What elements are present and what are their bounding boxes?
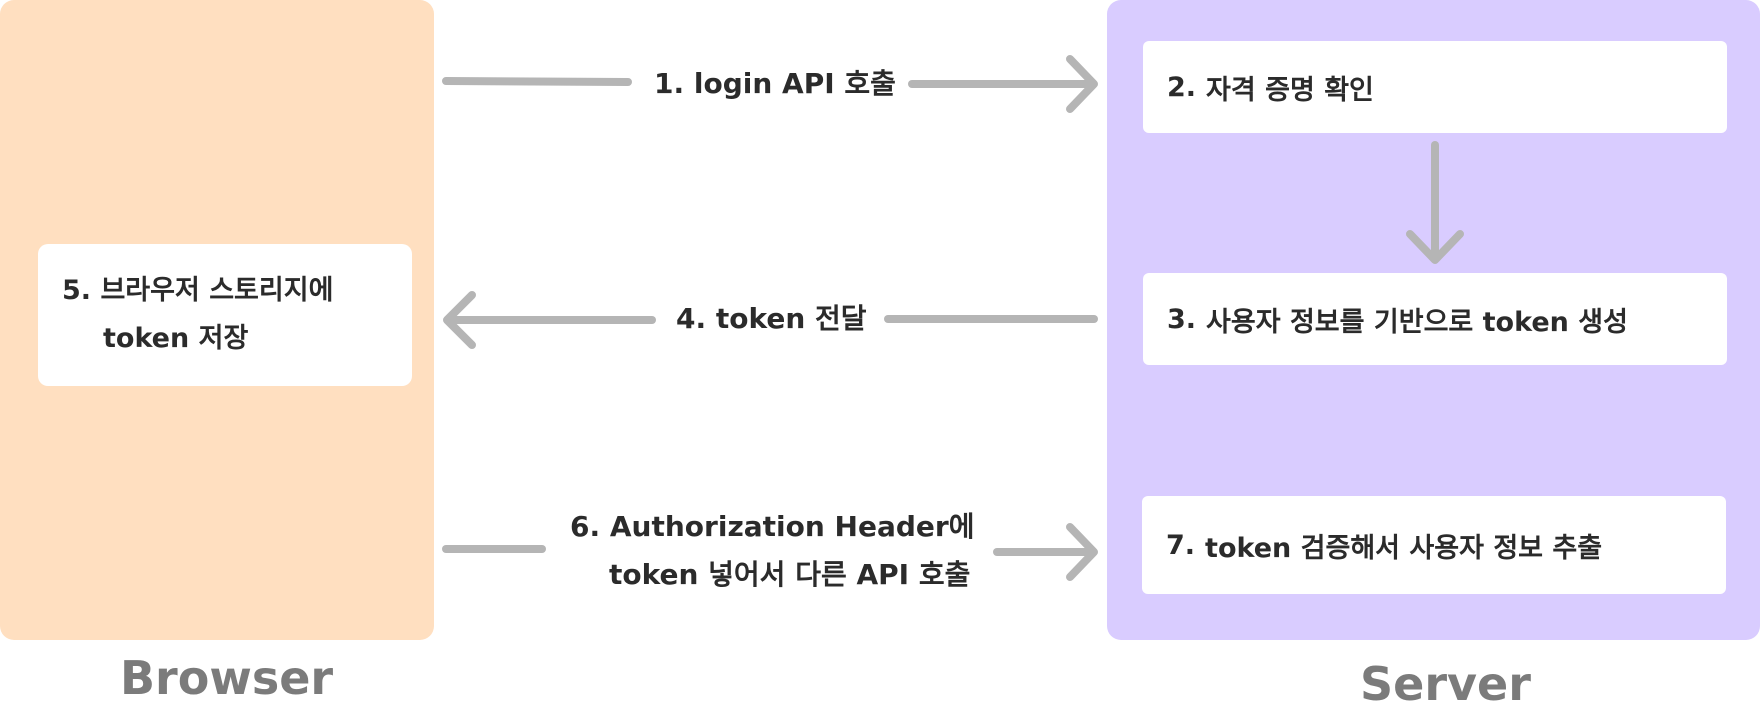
step1-arrowhead [1066, 55, 1098, 113]
step6-text-line2: token 넣어서 다른 API 호출 [609, 558, 971, 591]
step4-number: 4. [676, 302, 707, 335]
step4-text: token 전달 [715, 302, 867, 335]
step3-box: 3. 사용자 정보를 기반으로 token 생성 [1143, 273, 1727, 365]
step5-box: 5. 브라우저 스토리지에 token 저장 [38, 244, 412, 386]
step6-text-line1: Authorization Header에 [609, 510, 975, 543]
step3-text: 사용자 정보를 기반으로 token 생성 [1206, 306, 1628, 338]
browser-title: Browser [120, 651, 334, 705]
step7-box: 7. token 검증해서 사용자 정보 추출 [1142, 496, 1726, 594]
step6-arrowhead [1066, 523, 1098, 581]
step6-number: 6. [570, 510, 601, 543]
step3-number: 3. [1167, 303, 1197, 335]
step7-number: 7. [1166, 529, 1196, 561]
step1-number: 1. [654, 67, 685, 100]
step2-to-step3-arrowhead [1406, 230, 1464, 264]
step5-line1: 5. 브라우저 스토리지에 [62, 272, 333, 310]
step2-text: 자격 증명 확인 [1206, 74, 1374, 106]
step1-arrow-line-left [442, 77, 632, 86]
step5-number: 5. [62, 275, 92, 306]
step6-label: 6. Authorization Header에 token 넣어서 다른 AP… [570, 510, 974, 592]
step6-line1: 6. Authorization Header에 [570, 510, 974, 544]
step5-text-line2: token 저장 [103, 323, 249, 354]
step7-text: token 검증해서 사용자 정보 추출 [1205, 532, 1603, 564]
step1-label: 1. login API 호출 [654, 67, 896, 101]
step2-box: 2. 자격 증명 확인 [1143, 41, 1727, 133]
step4-label: 4. token 전달 [676, 302, 867, 336]
step1-text: login API 호출 [693, 67, 896, 100]
step4-arrowhead [443, 291, 476, 349]
server-title: Server [1360, 657, 1531, 711]
step5-text-line1: 브라우저 스토리지에 [100, 275, 334, 306]
step2-number: 2. [1167, 71, 1197, 103]
